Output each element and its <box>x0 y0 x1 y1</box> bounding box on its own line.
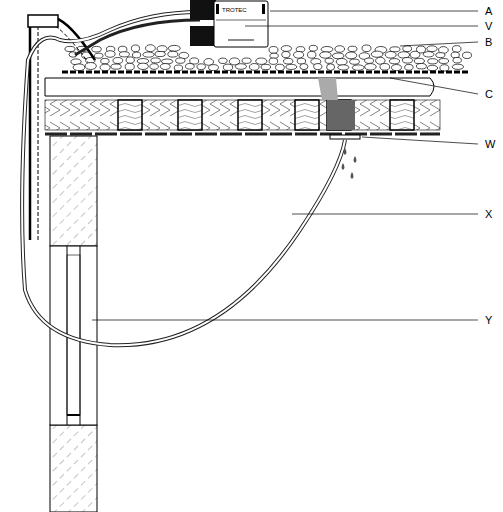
part-letter: B <box>484 36 493 48</box>
measuring-device <box>190 0 268 47</box>
wet-joist <box>327 100 355 130</box>
part-letter: A <box>484 5 493 17</box>
window <box>50 246 97 425</box>
wall <box>50 136 97 246</box>
gravel-layer <box>65 45 472 71</box>
part-letter: Y <box>484 314 493 326</box>
leader-lines <box>92 11 478 320</box>
brand-text: TROTEC <box>222 7 247 14</box>
moisture-path <box>318 78 338 100</box>
joists <box>118 100 414 130</box>
insulation <box>45 100 440 130</box>
part-letter: C <box>484 88 494 100</box>
part-letter: W <box>484 138 496 150</box>
membrane <box>62 71 470 74</box>
part-letter: X <box>484 208 493 220</box>
ceiling <box>45 133 440 136</box>
cable <box>22 12 345 345</box>
wall <box>50 425 97 512</box>
deck-board <box>45 78 434 96</box>
drops <box>342 148 357 179</box>
part-letter: V <box>484 20 493 32</box>
flashing <box>30 18 95 240</box>
sensor <box>330 135 360 139</box>
